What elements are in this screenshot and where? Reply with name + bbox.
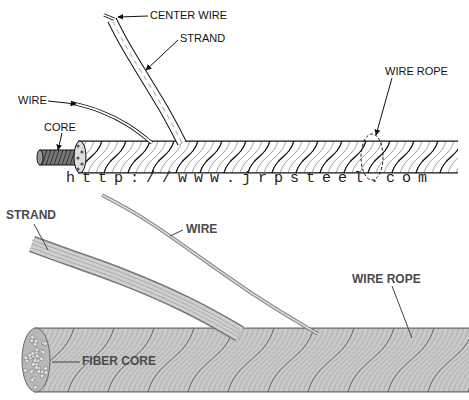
part-label: STRAND — [6, 208, 56, 222]
wire-line — [458, 328, 469, 392]
part-label: CORE — [44, 121, 76, 133]
part-label: STRAND — [180, 32, 225, 44]
part-label: WIRE ROPE — [385, 65, 448, 77]
leader-line — [52, 362, 80, 363]
bottom-rope — [0, 195, 469, 392]
wire-line — [448, 141, 458, 173]
wire-line — [78, 141, 86, 173]
wire-line — [463, 328, 469, 392]
leader-line — [170, 230, 183, 236]
wire-line — [438, 328, 469, 392]
leader-line — [118, 16, 148, 17]
leader-line — [392, 286, 412, 338]
part-label: WIRE — [18, 94, 47, 106]
wire-line — [448, 328, 469, 392]
part-label: WIRE ROPE — [352, 272, 421, 286]
part-label: CENTER WIRE — [150, 9, 227, 21]
strand — [468, 328, 469, 392]
leader-line — [376, 78, 392, 135]
rope-strands — [34, 328, 469, 392]
leader-line — [146, 40, 178, 70]
leader-lines — [34, 16, 412, 362]
wire-line — [443, 328, 469, 392]
wire-line — [456, 141, 458, 173]
leader-line — [58, 133, 62, 150]
strand — [440, 141, 458, 173]
strand — [428, 328, 469, 392]
leader-line — [48, 101, 76, 104]
watermark: http://www.jrpsteel.com — [66, 170, 434, 187]
part-label: WIRE — [186, 222, 217, 236]
leader-line — [34, 224, 48, 250]
wire-line — [433, 328, 469, 392]
top-rope — [32, 15, 469, 180]
part-label: FIBER CORE — [82, 354, 156, 368]
rope-strands — [78, 141, 458, 173]
